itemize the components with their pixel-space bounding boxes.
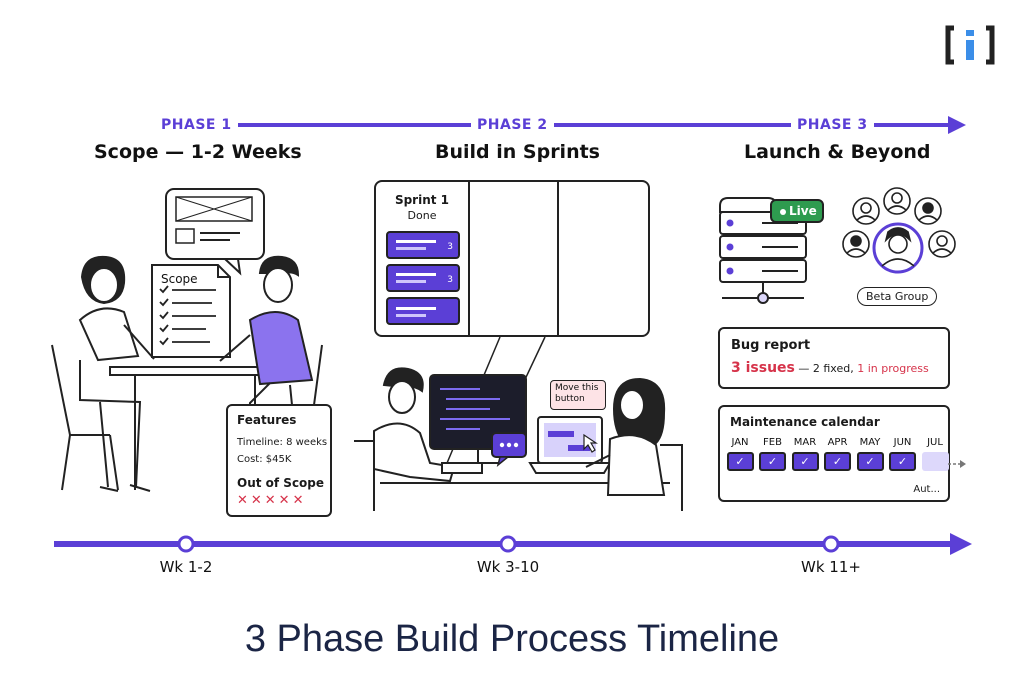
month-jan: JAN ✓: [724, 437, 756, 471]
scope-document-label: Scope: [161, 272, 198, 286]
bug-report-title: Bug report: [731, 338, 811, 353]
month-label: APR: [827, 437, 848, 448]
check-icon: ✓: [791, 452, 819, 471]
task-badge: 3: [447, 275, 453, 285]
bug-in-progress: 1 in progress: [857, 362, 929, 375]
maintenance-calendar: Maintenance calendar JAN✓FEB✓MAR✓APR✓MAY…: [718, 405, 950, 502]
check-icon: ✓: [856, 452, 884, 471]
timeline-mark-2: Wk 3-10: [476, 558, 540, 576]
month-jul: JUL: [919, 437, 951, 471]
month-jun: JUN ✓: [887, 437, 919, 471]
month-label: JUL: [927, 437, 943, 448]
man-person-icon: [219, 255, 314, 489]
features-cost: Cost: $45K: [237, 454, 292, 465]
bug-fixed: — 2 fixed,: [794, 362, 858, 375]
month-mar: MAR ✓: [789, 437, 821, 471]
maintenance-title: Maintenance calendar: [730, 415, 880, 429]
launch-illustration: [719, 187, 956, 304]
developers-illustration: [354, 336, 683, 511]
tooltip-text: Move this button: [555, 383, 599, 404]
out-of-scope-label: Out of Scope: [237, 476, 325, 490]
timeline-mark-1: Wk 1-2: [159, 558, 213, 576]
live-badge: Live: [770, 199, 824, 223]
month-label: JAN: [731, 437, 749, 448]
sprint-title: Sprint 1: [394, 193, 450, 207]
sprint-board: Sprint 1 Done 3 3: [374, 180, 650, 337]
month-label: FEB: [763, 437, 782, 448]
bug-report-card: Bug report 3 issues — 2 fixed, 1 in prog…: [718, 327, 950, 389]
beta-group-label: Beta Group: [857, 287, 938, 306]
task-card[interactable]: 3: [386, 231, 460, 259]
timeline-node: [822, 535, 840, 553]
out-of-scope-crosses: ✕✕✕✕✕: [237, 493, 307, 508]
phase-2-label: PHASE 2: [471, 117, 554, 133]
task-card[interactable]: [386, 297, 460, 325]
sprint-column-divider: [557, 182, 559, 335]
month-label: MAY: [859, 437, 881, 448]
timeline-node: [177, 535, 195, 553]
timeline-node: [499, 535, 517, 553]
phase-3-title: Launch & Beyond: [744, 141, 931, 163]
phase-2-title: Build in Sprints: [435, 141, 600, 163]
scope-document-icon: [151, 264, 231, 358]
server-icon: [719, 197, 807, 304]
phase-1-label: PHASE 1: [155, 117, 238, 133]
sprint-subtitle: Done: [407, 209, 437, 222]
live-label: Live: [789, 204, 817, 218]
woman-person-icon: [78, 255, 155, 492]
chat-bubble-icon: [491, 432, 527, 467]
wireframe-bubble-icon: [165, 188, 265, 276]
task-card[interactable]: 3: [386, 264, 460, 292]
developer-woman-icon: [585, 377, 683, 511]
month-apr: APR ✓: [822, 437, 854, 471]
features-title: Features: [237, 413, 297, 427]
features-card: Features Timeline: 8 weeks Cost: $45K Ou…: [226, 404, 332, 517]
cursor-icon: [583, 433, 598, 453]
month-label: JUN: [893, 437, 912, 448]
check-icon: ✓: [889, 452, 916, 471]
logo-mark-icon: [945, 25, 995, 65]
phase-1-title: Scope — 1-2 Weeks: [94, 141, 302, 163]
bug-report-summary: 3 issues — 2 fixed, 1 in progress: [731, 360, 929, 376]
task-badge: 3: [447, 242, 453, 252]
tooltip: Move this button: [550, 380, 606, 410]
calendar-continue-arrow: [948, 460, 966, 468]
pending-box: [921, 452, 949, 471]
check-icon: ✓: [759, 452, 786, 471]
live-dot-icon: [780, 208, 786, 215]
bottom-timeline: [54, 533, 972, 555]
beta-group-avatars: [842, 187, 956, 274]
logo: [944, 24, 996, 66]
timeline-mark-3: Wk 11+: [801, 558, 861, 576]
maintenance-more: Aut...: [913, 484, 940, 495]
main-title: 3 Phase Build Process Timeline: [244, 618, 780, 660]
month-label: MAR: [793, 437, 817, 448]
developer-man-icon: [354, 367, 483, 511]
phase-3-label: PHASE 3: [791, 117, 874, 133]
month-may: MAY ✓: [854, 437, 886, 471]
check-icon: ✓: [824, 452, 851, 471]
bug-count: 3 issues: [731, 360, 795, 376]
month-row: JAN ✓ FEB ✓ MAR ✓ APR ✓ MAY ✓ JUN ✓ JUL: [724, 437, 954, 477]
features-timeline: Timeline: 8 weeks: [237, 437, 328, 448]
sprint-column-divider: [468, 182, 470, 335]
check-icon: ✓: [726, 452, 754, 471]
laptop-icon: [528, 416, 612, 474]
month-feb: FEB ✓: [757, 437, 789, 471]
